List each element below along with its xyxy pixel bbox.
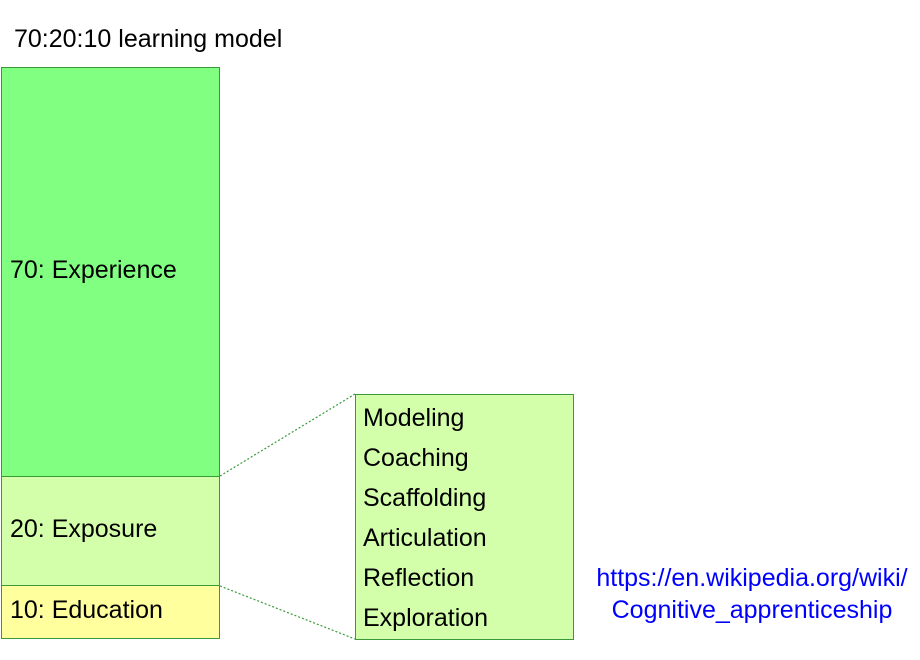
detail-item-exploration: Exploration <box>363 604 489 632</box>
detail-list: Modeling Coaching Scaffolding Articulati… <box>363 398 488 638</box>
detail-item-modeling: Modeling <box>363 404 465 432</box>
wikipedia-link-line1: https://en.wikipedia.org/wiki/ <box>596 564 908 592</box>
detail-item-coaching: Coaching <box>363 444 469 472</box>
exposure-label: 20: Exposure <box>10 515 158 543</box>
exposure-block: 20: Exposure <box>1 476 220 586</box>
education-block: 10: Education <box>1 585 220 639</box>
detail-item-reflection: Reflection <box>363 564 475 592</box>
connector-line-top <box>219 393 356 477</box>
experience-label: 70: Experience <box>10 256 177 284</box>
experience-block: 70: Experience <box>1 67 220 477</box>
wikipedia-link-line2: Cognitive_apprenticeship <box>611 596 893 624</box>
education-label: 10: Education <box>10 596 163 624</box>
detail-item-articulation: Articulation <box>363 524 487 552</box>
detail-item-scaffolding: Scaffolding <box>363 484 487 512</box>
connector-line-bottom <box>219 585 356 640</box>
diagram-title: 70:20:10 learning model <box>14 25 283 53</box>
wikipedia-link[interactable]: https://en.wikipedia.org/wiki/ Cognitive… <box>580 562 920 626</box>
exposure-detail-box: Modeling Coaching Scaffolding Articulati… <box>355 394 574 640</box>
